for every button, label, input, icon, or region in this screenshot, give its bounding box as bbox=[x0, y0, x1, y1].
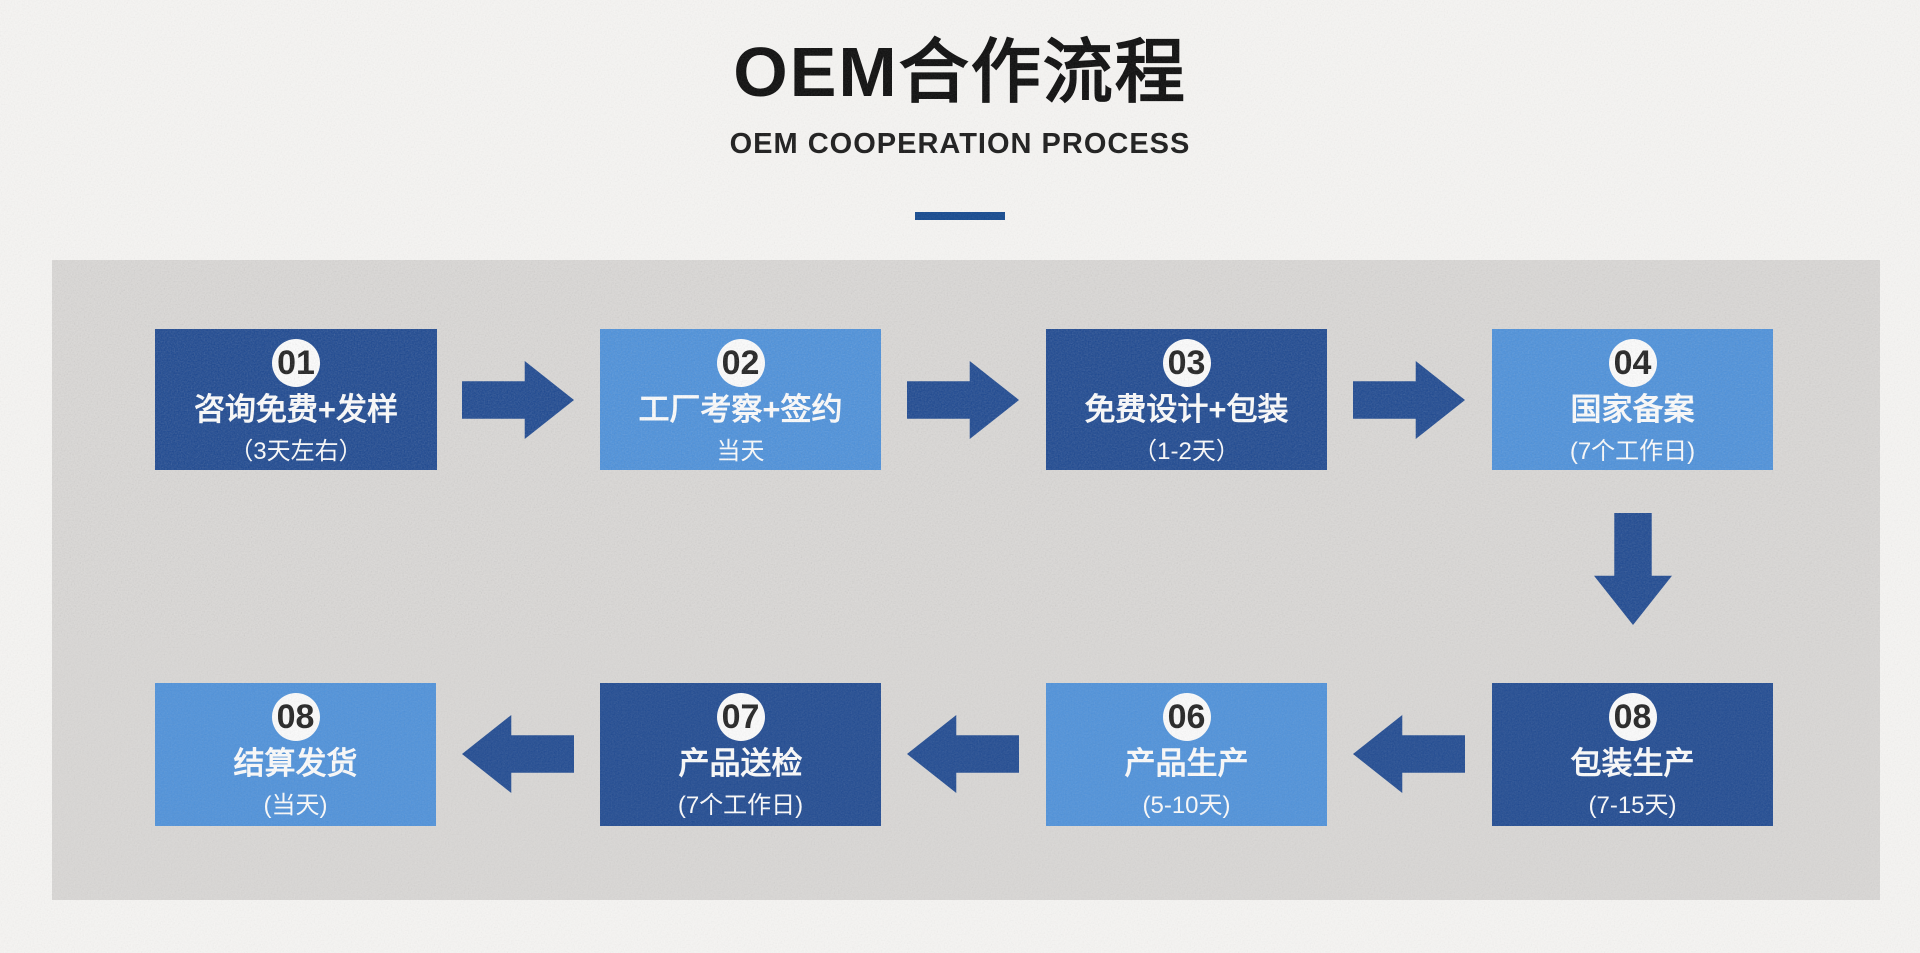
step-title: 免费设计+包装 bbox=[1084, 392, 1289, 427]
step-title: 产品生产 bbox=[1124, 746, 1249, 781]
step-caption: (7-15天) bbox=[1588, 791, 1677, 819]
title-divider bbox=[915, 212, 1005, 220]
step-title: 结算发货 bbox=[233, 746, 358, 781]
step-box-03: 03 免费设计+包装 （1-2天） bbox=[1046, 329, 1327, 470]
step-caption: (7个工作日) bbox=[1569, 437, 1696, 465]
step-title: 咨询免费+发样 bbox=[193, 392, 399, 427]
step-box-production: 06 产品生产 (5-10天) bbox=[1046, 683, 1327, 826]
step-caption: 当天 bbox=[716, 437, 765, 465]
step-number-badge: 07 bbox=[716, 693, 765, 741]
step-box-settlement: 08 结算发货 (当天) bbox=[155, 683, 436, 826]
step-title: 包装生产 bbox=[1570, 746, 1695, 781]
step-caption: （3天左右） bbox=[229, 437, 363, 465]
step-caption: (当天) bbox=[263, 791, 328, 819]
step-number-badge: 02 bbox=[716, 339, 765, 387]
step-caption: (7个工作日) bbox=[677, 791, 804, 819]
step-number-badge: 06 bbox=[1162, 693, 1211, 741]
step-box-packaging: 08 包装生产 (7-15天) bbox=[1492, 683, 1773, 826]
step-number-badge: 08 bbox=[271, 693, 320, 741]
step-number-badge: 01 bbox=[272, 339, 320, 387]
page-subtitle: OEM COOPERATION PROCESS bbox=[729, 128, 1191, 160]
step-title: 国家备案 bbox=[1570, 392, 1695, 427]
step-title: 工厂考察+签约 bbox=[638, 392, 843, 427]
step-number-badge: 08 bbox=[1608, 693, 1657, 741]
step-box-04: 04 国家备案 (7个工作日) bbox=[1492, 329, 1773, 470]
step-caption: (5-10天) bbox=[1142, 791, 1231, 819]
step-caption: （1-2天） bbox=[1133, 437, 1240, 465]
step-number-badge: 04 bbox=[1608, 339, 1657, 387]
step-box-01: 01 咨询免费+发样 （3天左右） bbox=[155, 329, 437, 470]
step-box-inspection: 07 产品送检 (7个工作日) bbox=[600, 683, 881, 826]
step-box-02: 02 工厂考察+签约 当天 bbox=[600, 329, 881, 470]
step-title: 产品送检 bbox=[678, 746, 803, 781]
step-number-badge: 03 bbox=[1162, 339, 1211, 387]
page-title: OEM合作流程 bbox=[733, 33, 1187, 111]
